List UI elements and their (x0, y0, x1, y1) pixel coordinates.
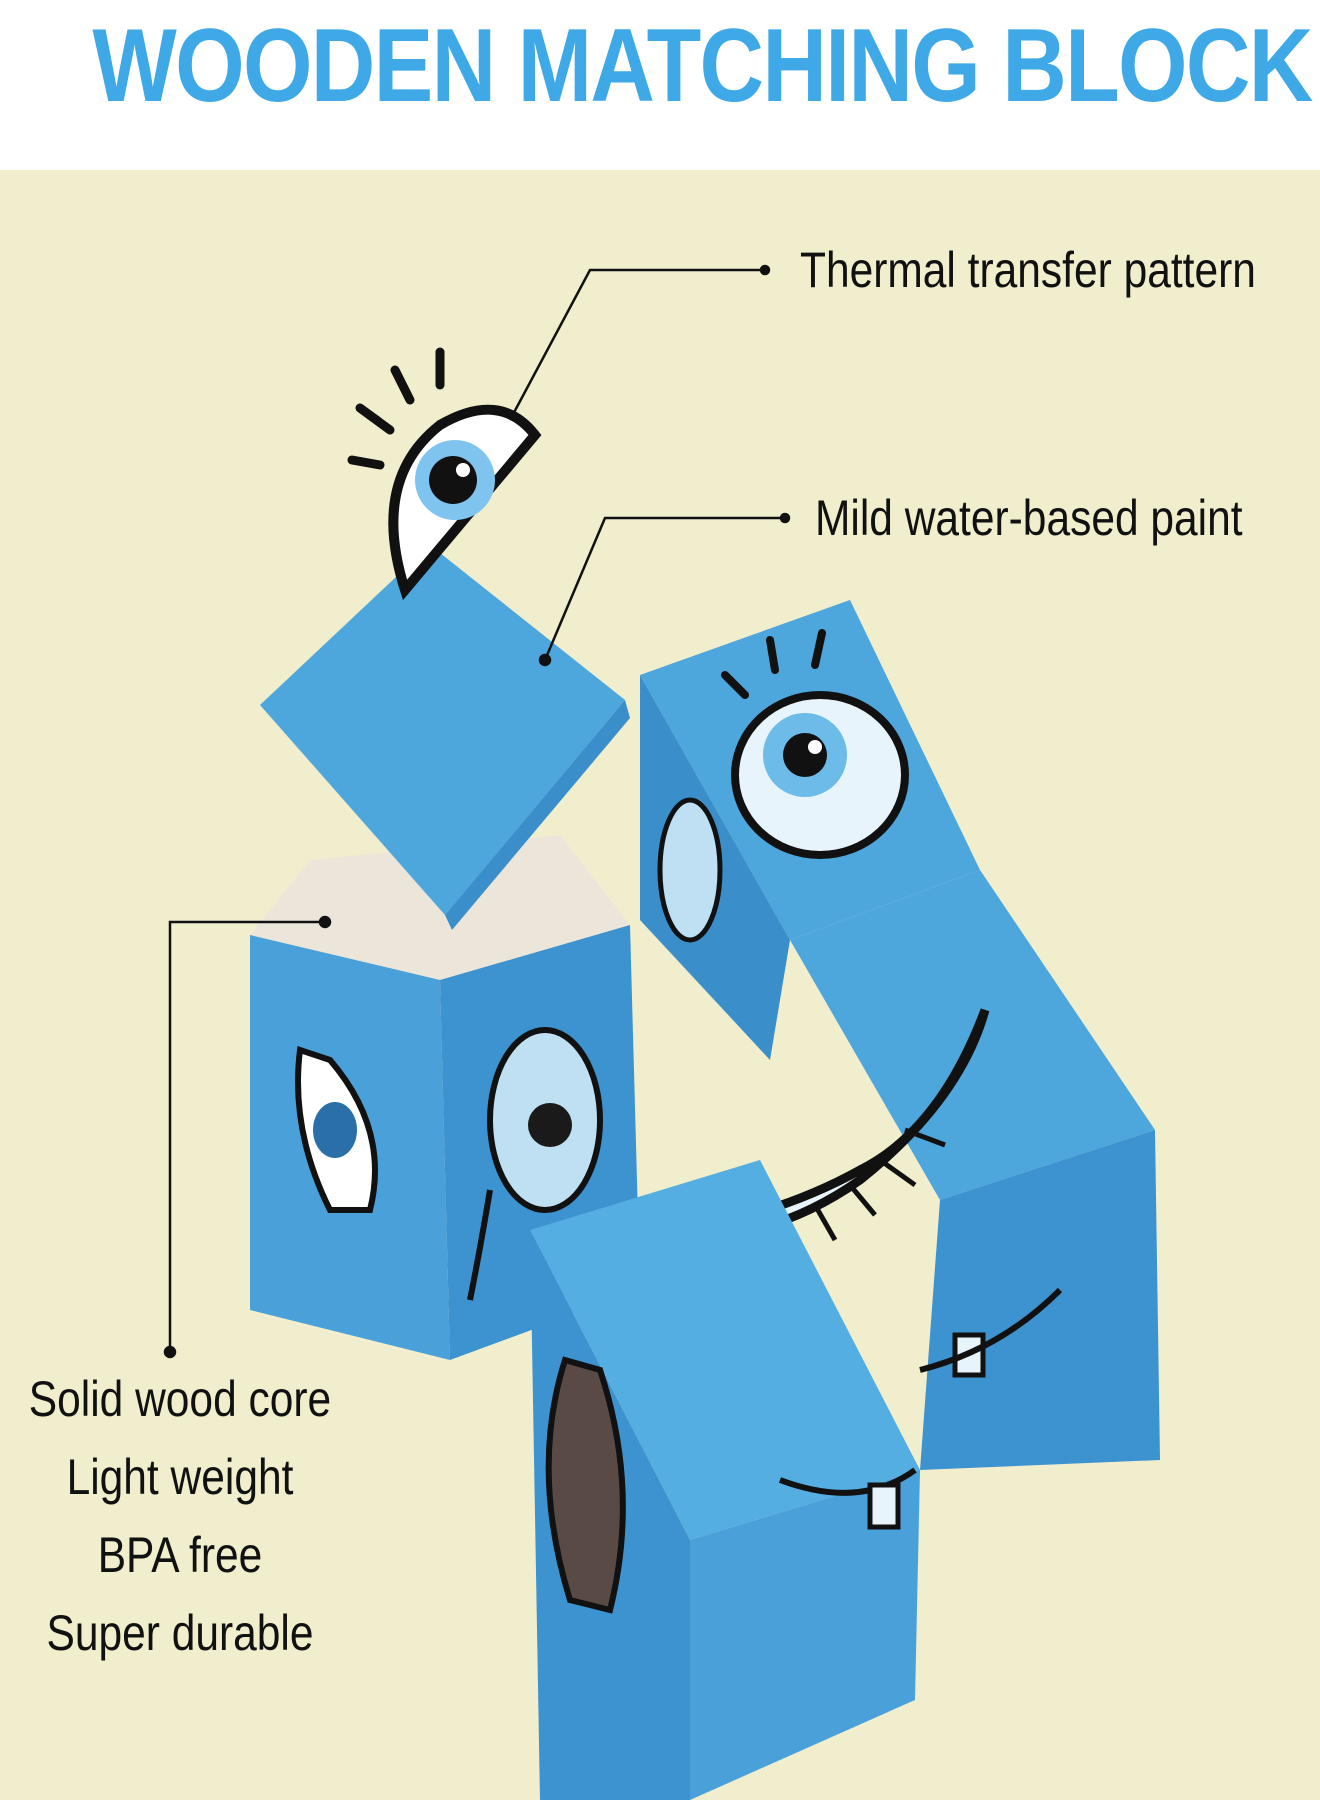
title-band: WOODEN MATCHING BLOCK (0, 0, 1320, 170)
left-cube (250, 835, 640, 1360)
product-scene: Thermal transfer pattern Mild water-base… (0, 170, 1320, 1800)
front-cube (530, 1160, 920, 1800)
page-title: WOODEN MATCHING BLOCK (92, 8, 1313, 124)
floating-card (260, 545, 630, 930)
feature-item: Super durable (46, 1605, 314, 1661)
callout-lines (163, 264, 791, 1359)
callout-thermal-transfer: Thermal transfer pattern (800, 242, 1256, 298)
blocks-illustration (163, 264, 1160, 1800)
feature-item: BPA free (97, 1527, 263, 1583)
callout-water-based-paint: Mild water-based paint (815, 490, 1243, 546)
feature-item: Solid wood core (28, 1371, 332, 1427)
smile-cube (649, 870, 1160, 1470)
feature-list: Solid wood core Light weight BPA free Su… (0, 1360, 360, 1672)
feature-item: Light weight (66, 1449, 294, 1505)
eye-sticker (347, 347, 542, 601)
eye-cube (640, 600, 980, 1060)
